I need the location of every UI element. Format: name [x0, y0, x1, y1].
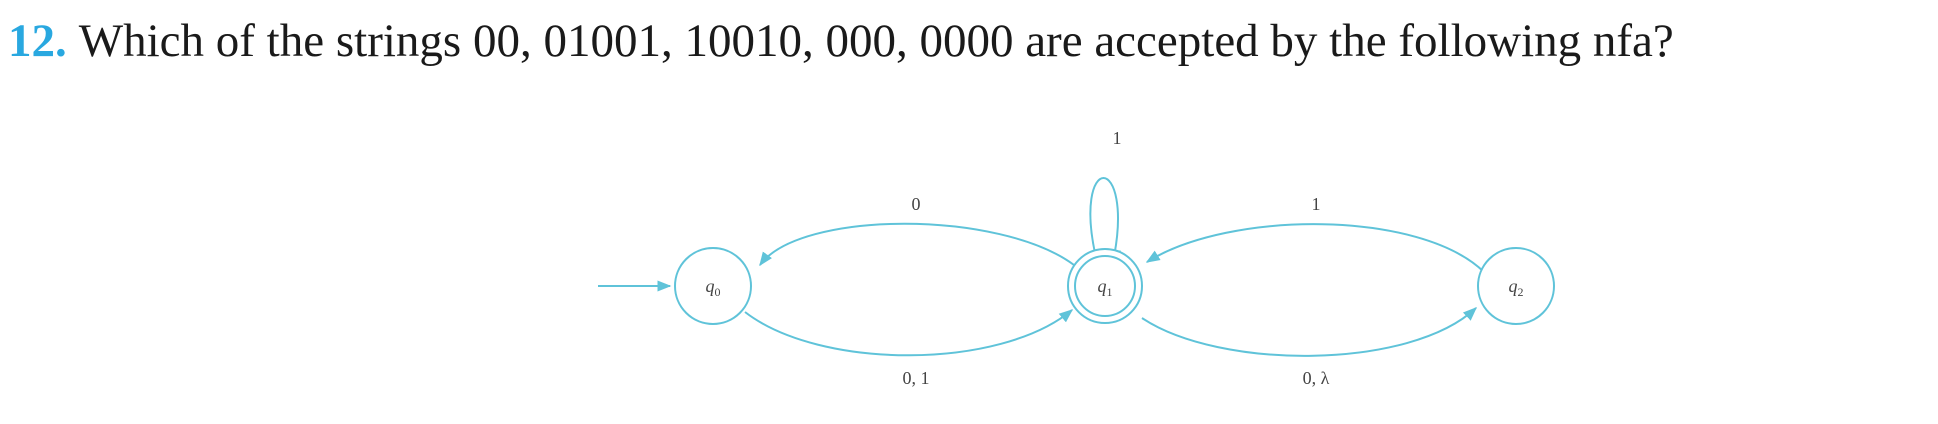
state-q0: q0 [674, 247, 752, 325]
state-q1: q1 [1067, 248, 1143, 324]
question-body: Which of the strings 00, 01001, 10010, 0… [78, 15, 1674, 67]
label-q0-to-q1: 0, 1 [903, 368, 930, 388]
question-text: 12.Which of the strings 00, 01001, 10010… [8, 6, 1674, 76]
state-q1-inner-circle [1074, 255, 1136, 317]
state-q1-label: q1 [1098, 276, 1113, 299]
state-q0-label: q0 [706, 276, 721, 299]
label-q1-to-q0: 0 [912, 194, 921, 214]
edge-q1-to-q2 [1141, 307, 1478, 357]
edge-q1-self-loop [1089, 177, 1122, 264]
edge-q1-to-q0 [759, 222, 1075, 267]
state-q2-circle [1477, 247, 1555, 325]
label-q1-self-loop: 1 [1113, 128, 1122, 148]
label-q2-to-q1: 1 [1312, 194, 1321, 214]
question-number: 12. [8, 15, 67, 67]
state-q2: q2 [1477, 247, 1555, 325]
state-q0-circle [674, 247, 752, 325]
edge-q0-to-q1 [744, 309, 1074, 357]
edge-q2-to-q1 [1145, 223, 1485, 273]
state-q2-label: q2 [1509, 276, 1524, 299]
label-q1-to-q2: 0, λ [1303, 368, 1330, 388]
